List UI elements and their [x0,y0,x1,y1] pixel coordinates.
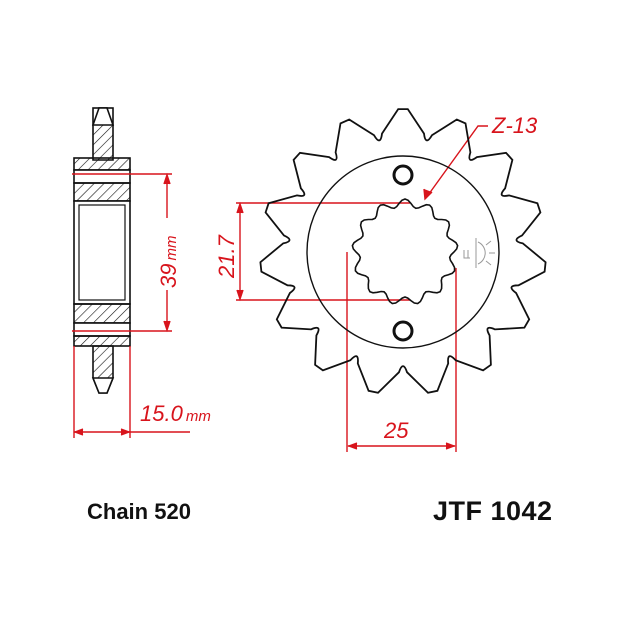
bolt-hole-top [392,164,414,186]
dim-spline-minor-value: 21.7 [214,234,239,279]
hub-bottom-hatch [73,303,131,324]
hub-bottom-ring [73,335,131,347]
spline-bore-outline [351,198,459,305]
hub-top-ring [73,157,131,171]
dimension-lines [72,125,488,452]
part-number: JTF 1042 [433,496,553,526]
front-view [259,108,547,394]
chain-label: Chain 520 [87,499,191,524]
manufacturer-logo [463,238,495,268]
hub-circle [306,155,500,349]
spline-count-label: Z-13 [491,113,538,138]
side-view [73,107,131,394]
dim-hub-value: 39mm [156,236,181,288]
hub-top-hatch [73,182,131,202]
bolt-hole-bottom [392,320,414,342]
dim-spline-major-value: 25 [383,418,409,443]
sprocket-teeth-outline [259,108,547,394]
